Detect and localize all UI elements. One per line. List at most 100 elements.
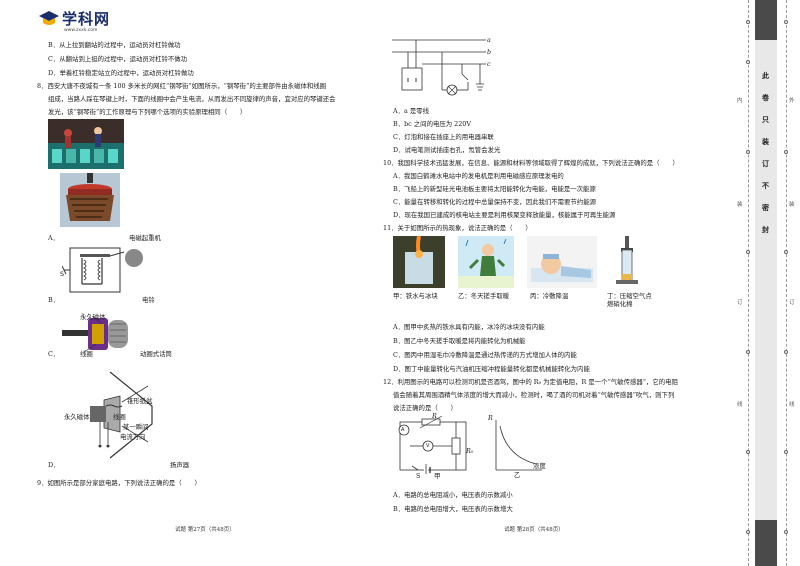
q11-option-a: A．图甲中炙热的铁水具有内能，冰冷的冰块没有内能 <box>393 323 545 331</box>
option-c-caption: 动圈式话筒 <box>140 350 172 358</box>
graduation-cap-icon <box>39 11 59 25</box>
q10-option-a: A．我国白鹤滩水电站中的发电机是利用电磁感应原理发电的 <box>393 172 564 180</box>
q11-caption-ding: 丁：压缩空气点燃硝化棉 <box>607 292 652 308</box>
q12-option-a: A．电路的总电阻减小，电压表的示数减小 <box>393 491 513 499</box>
footer-page-28: 试题 第28页（共48页） <box>504 527 564 533</box>
mic-label-magnet: 永久磁体 <box>80 313 106 321</box>
speaker-label-cone: 锥形纸盆 <box>127 397 153 405</box>
q11-text: 11．关于如图所示的热现象，说法正确的是（ ） <box>383 224 532 232</box>
footer-page-27: 试题 第27页（共48页） <box>175 527 235 533</box>
household-circuit-diagram <box>392 39 486 96</box>
cold-compress-illustration <box>527 236 597 288</box>
outer-mark-2: 装 <box>789 202 795 208</box>
binding-char-6: 不 <box>762 181 769 190</box>
q12-voltmeter-label: V <box>426 443 430 449</box>
speaker-label-current: 电流方向 <box>120 433 146 441</box>
rubbing-hands-illustration <box>458 236 514 288</box>
outer-mark-3: 订 <box>789 300 795 306</box>
option-a-caption: 电磁起重机 <box>129 234 161 242</box>
option-d-label: D． <box>48 461 60 469</box>
inner-mark-4: 线 <box>737 402 743 408</box>
q12-sensor-label: R <box>432 412 437 420</box>
q11-option-b: B．图乙中冬天搓手取暖是将内能转化为机械能 <box>393 337 526 345</box>
outer-mark-4: 线 <box>789 402 795 408</box>
q11-option-d: D．图丁中能量转化与汽油机压缩冲程能量转化都是机械能转化为内能 <box>393 365 590 373</box>
option-d-caption: 扬声器 <box>170 461 190 469</box>
q10-option-d: D．现在我国已建成的核电站主要是利用核聚变释放能量，核能属于可再生能源 <box>393 211 616 219</box>
q11-caption-yi: 乙：冬天搓手取暖 <box>458 292 510 300</box>
circuit-label-c: c <box>487 60 491 68</box>
q9-option-c: C．灯泡和接在插座上的用电器串联 <box>393 133 494 141</box>
q8-text-2: 组成，当路人踩在琴键上时，下面的线圈中会产生电流，从而发出不同旋律的声音，宜对应… <box>48 95 336 103</box>
binding-hole <box>746 350 750 354</box>
q8-text-3: 发光，该“钢琴街”的工作原理与下列哪个选项的实验原理相同（ ） <box>48 108 247 116</box>
speaker-label-magnet: 永久磁体 <box>64 413 90 421</box>
dynamic-microphone-diagram <box>62 315 128 353</box>
option-b-caption: 电铃 <box>142 296 155 304</box>
option-a-label: A． <box>48 234 60 242</box>
binding-hole <box>746 450 750 454</box>
q9-option-d: D．试电笔测试插座右孔，氖管会发光 <box>393 146 501 154</box>
piano-street-photo <box>48 119 124 169</box>
binding-char-4: 装 <box>762 137 769 146</box>
mic-label-coil: 线圈 <box>80 350 93 358</box>
binding-hole <box>746 530 750 534</box>
inner-mark-1: 内 <box>737 98 743 104</box>
speaker-diagram <box>90 371 153 459</box>
outer-mark-1: 外 <box>789 98 795 104</box>
q12-text-3: 说法正确的是（ ） <box>393 404 457 412</box>
logo-name: 学科网 <box>62 10 111 28</box>
speaker-label-coil: 线圈 <box>113 413 126 421</box>
q12-text-1: 12．利用图示的电路可以检测司机是否酒驾，图中的 R₀ 为定值电阻，R 是一个“… <box>383 378 678 386</box>
inner-mark-3: 订 <box>737 300 743 306</box>
binding-hole <box>746 250 750 254</box>
binding-hole <box>784 350 788 354</box>
q12-option-b: B．电路的总电阻增大，电压表的示数增大 <box>393 505 513 513</box>
binding-char-7: 密 <box>762 203 769 212</box>
outer-cut-line <box>786 0 787 566</box>
q12-switch-label: S <box>416 472 421 480</box>
speaker-label-moment: 某一瞬间 <box>123 423 149 431</box>
option-d-prev: D．举着杠铃稳定站立的过程中，运动员对杠铃做功 <box>48 69 194 77</box>
bell-switch-label: S <box>60 270 65 278</box>
logo-url: www.zxxk.com <box>64 28 98 33</box>
compress-air-apparatus <box>612 236 642 288</box>
binding-hole <box>746 60 750 64</box>
option-b-label: B． <box>48 296 60 304</box>
q12-fig-jia-label: 甲 <box>434 472 441 480</box>
binding-hole <box>784 20 788 24</box>
binding-hole <box>784 530 788 534</box>
q11-option-c: C．图丙中用湿毛巾冷敷降温是通过热传递的方式增加人体的内能 <box>393 351 577 359</box>
q12-graph-y-label: R <box>488 414 493 422</box>
option-c-label: C． <box>48 350 60 358</box>
binding-hole <box>784 450 788 454</box>
binding-char-8: 封 <box>762 225 769 234</box>
q10-option-c: C．能量在转移和转化的过程中总量保持不变，因此我们不需要节约能源 <box>393 198 596 206</box>
alcohol-detector-diagram <box>398 416 542 474</box>
electromagnetic-crane-photo <box>60 173 120 227</box>
q12-ammeter-label: A <box>401 427 405 433</box>
q10-text: 10．我国科学技术迅猛发展，在信息、能源和材料等领域取得了辉煌的成就，下列说法正… <box>383 159 679 167</box>
q9-option-a: A．a 是零线 <box>393 107 430 115</box>
iron-water-ice-photo <box>393 236 445 288</box>
q12-r0-label: R₀ <box>466 447 474 455</box>
q9-text: 9．如图所示是部分家庭电路，下列说法正确的是（ ） <box>37 479 201 487</box>
q11-caption-jia: 甲：铁水与冰块 <box>393 292 438 300</box>
q11-caption-bing: 丙：冷敷降温 <box>530 292 569 300</box>
binding-hole <box>784 150 788 154</box>
option-c-prev: C．从翻站到上挺的过程中，运动员对杠铃不做功 <box>48 55 188 63</box>
circuit-label-a: a <box>487 36 491 44</box>
logo: 学科网 www.zxxk.com <box>38 8 110 36</box>
inner-cut-line <box>748 0 749 566</box>
inner-mark-2: 装 <box>737 202 743 208</box>
q10-option-b: B．飞船上的新型硅光电池板主要将太阳能转化为电能，电能是一次能源 <box>393 185 596 193</box>
binding-strip-inner <box>755 40 777 520</box>
binding-char-1: 此 <box>762 71 769 80</box>
circuit-label-b: b <box>487 48 492 56</box>
binding-hole <box>746 150 750 154</box>
q12-fig-yi-label: 乙 <box>514 471 521 479</box>
binding-char-2: 卷 <box>762 93 769 102</box>
electric-bell-diagram <box>62 247 143 293</box>
binding-hole <box>784 250 788 254</box>
q12-text-2: 值会随着其周围酒精气体浓度的增大而减小，检测时，喝了酒的司机对着“气敏传感器”吹… <box>393 391 675 399</box>
